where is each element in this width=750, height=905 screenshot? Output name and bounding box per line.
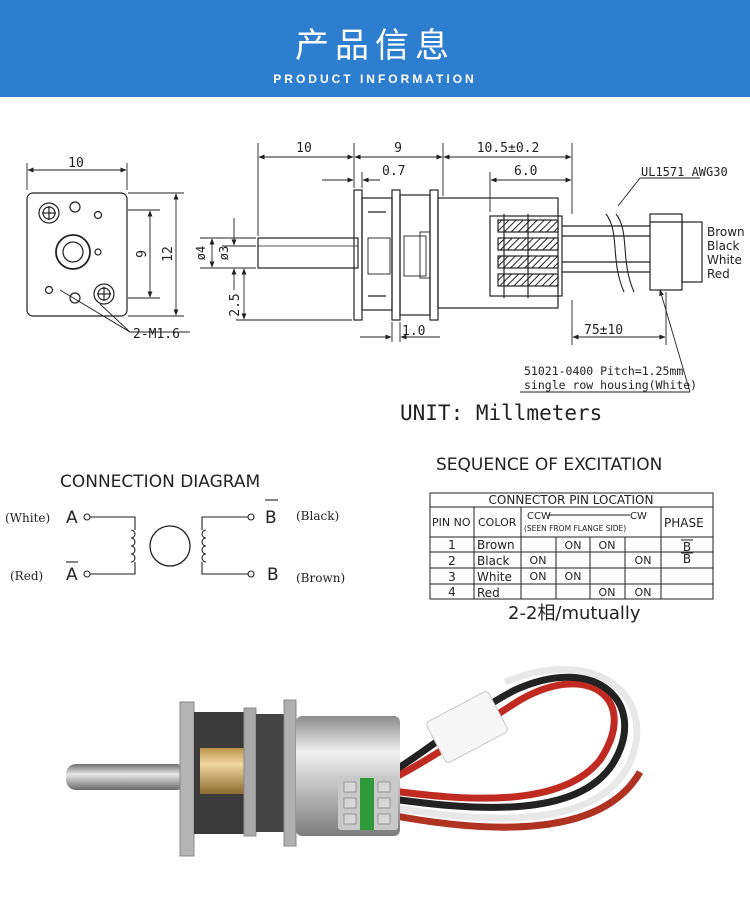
right-bottom-color: (Brown) (296, 571, 345, 585)
dim-shaft: 10 (296, 141, 312, 156)
header-title: 产品信息 (295, 26, 455, 66)
dim-offset: 2.5 (228, 293, 243, 316)
header-banner: 产品信息 PRODUCT INFORMATION (0, 0, 750, 97)
col-pin: PIN NO (432, 516, 471, 529)
row-cell: ON (565, 539, 582, 552)
row-color: Red (477, 586, 500, 600)
connector-note-1: 51021-0400 Pitch=1.25mm (524, 364, 683, 378)
product-photo (66, 666, 644, 857)
dim-shaft-dia: ø4 (194, 246, 208, 260)
pin-a: A (66, 508, 78, 528)
row-cell: ON (635, 554, 652, 567)
row-cell: ON (599, 586, 616, 599)
dim-height-inner: 9 (135, 250, 150, 258)
dim-width: 10 (68, 156, 84, 171)
row-phase: B (683, 540, 691, 554)
col-color: COLOR (478, 516, 517, 529)
pin-b-bar: B (265, 508, 277, 528)
col-cw: CW (630, 511, 647, 522)
right-top-color: (Black) (296, 509, 339, 523)
dim-flat-dia: ø3 (217, 246, 231, 260)
wire-red: Red (707, 267, 730, 281)
connection-title: CONNECTION DIAGRAM (60, 472, 260, 492)
table-row: 1 Brown ON ON B (448, 538, 691, 554)
col-ccw: CCW (527, 511, 551, 522)
wire-spec: UL1571 AWG30 (641, 165, 728, 179)
connector-note-2: single row housing(White) (524, 378, 697, 392)
pin-a-bar: A (66, 565, 78, 585)
row-color: Brown (477, 538, 515, 552)
row-pin: 2 (448, 554, 456, 568)
row-phase: B (683, 552, 691, 566)
flange-back (429, 189, 439, 321)
terminal-board (489, 215, 563, 297)
dim-gearbox: 9 (394, 141, 402, 156)
wire-black: Black (707, 239, 740, 253)
row-pin: 3 (448, 570, 456, 584)
pin-b: B (267, 565, 279, 585)
dim-flange: 0.7 (382, 164, 405, 179)
dim-body: 6.0 (514, 164, 537, 179)
excitation-title: SEQUENCE OF EXCITATION (436, 455, 662, 475)
screw-label: 2-M1.6 (133, 327, 180, 342)
row-pin: 1 (448, 538, 456, 552)
wire-brown: Brown (707, 225, 745, 239)
table-row: 3 White ON ON (448, 570, 581, 584)
row-pin: 4 (448, 585, 456, 599)
row-cell: ON (530, 554, 547, 567)
row-cell: ON (565, 570, 582, 583)
screw-top (38, 202, 60, 224)
connector-housing (649, 213, 683, 291)
flange-middle (391, 189, 401, 321)
side-view (257, 189, 703, 321)
header-subtitle: PRODUCT INFORMATION (273, 72, 477, 86)
dim-motor: 10.5±0.2 (477, 141, 540, 156)
row-color: White (477, 570, 512, 584)
motor-can (437, 197, 559, 309)
gearbox (361, 197, 393, 311)
front-plate (26, 192, 128, 317)
front-view (26, 192, 128, 317)
row-cell: ON (530, 570, 547, 583)
shaft (257, 237, 359, 269)
screw-bottom (93, 283, 115, 305)
wire-white: White (707, 253, 742, 267)
shaft-hole (55, 234, 91, 270)
excitation-sequence: SEQUENCE OF EXCITATION CONNECTOR PIN LOC… (429, 455, 714, 624)
left-bottom-color: (Red) (10, 569, 43, 583)
unit-label: UNIT: Millmeters (400, 401, 602, 425)
dim-height-outer: 12 (161, 246, 176, 262)
excitation-footer: 2-2相/mutually (508, 603, 641, 624)
row-cell: ON (599, 539, 616, 552)
table-title: CONNECTOR PIN LOCATION (489, 493, 654, 507)
row-color: Black (477, 554, 510, 568)
dim-pin: 1.0 (402, 324, 425, 339)
left-top-color: (White) (5, 511, 50, 525)
col-phase: PHASE (664, 516, 704, 530)
table-row: 4 Red ON ON (448, 585, 651, 600)
dim-lead: 75±10 (584, 323, 623, 338)
row-cell: ON (635, 586, 652, 599)
col-note: (SEEN FROM FLANGE SIDE) (524, 524, 626, 533)
connection-diagram: CONNECTION DIAGRAM (White) A (Red) A B (… (5, 472, 345, 585)
table-row: 2 Black ON ON B (448, 552, 691, 568)
